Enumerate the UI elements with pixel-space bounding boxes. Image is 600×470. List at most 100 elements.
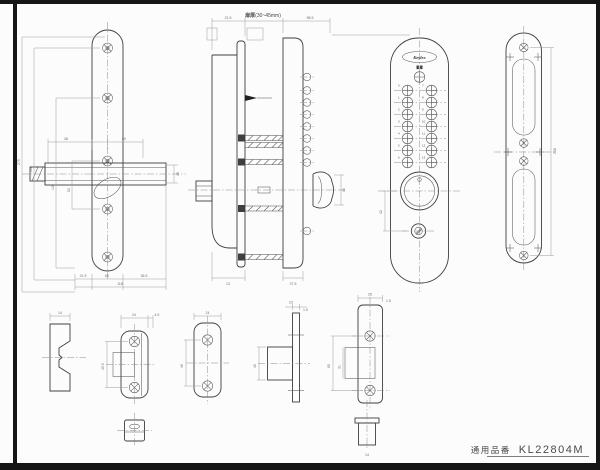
dim-label: 140 bbox=[51, 184, 55, 190]
part-large-strike-front: 26 1.5 65 31 bbox=[327, 293, 391, 410]
dim-label: 14 bbox=[365, 453, 369, 457]
dim-label: 31 bbox=[338, 365, 342, 369]
key-label: 3 bbox=[398, 120, 400, 124]
spindle-section bbox=[257, 186, 271, 194]
knob-section bbox=[312, 171, 334, 209]
dimensions-part-b: 24 4.5 45.5 bbox=[101, 313, 159, 388]
dim-label: 52 bbox=[67, 188, 71, 192]
key-label: 0 bbox=[398, 84, 400, 88]
dimensions-top: 38 60 bbox=[47, 137, 144, 163]
dim-label: 40 bbox=[253, 364, 257, 368]
key-label: 2 bbox=[398, 108, 400, 112]
dim-label: 46 bbox=[180, 364, 184, 368]
keypad-button bbox=[401, 156, 414, 169]
dim-label: 1.5 bbox=[303, 308, 308, 312]
dim-label: 13 bbox=[226, 282, 230, 286]
dim-label: 228 bbox=[29, 166, 33, 172]
reference-tick bbox=[535, 147, 545, 157]
logo-badge bbox=[402, 51, 437, 63]
dim-label: 36.5 bbox=[141, 274, 148, 278]
keypad-button bbox=[425, 108, 438, 121]
dim-label: 21.5 bbox=[80, 274, 87, 278]
part-dust-box-top bbox=[117, 413, 152, 447]
box-cutout-outline bbox=[344, 347, 376, 379]
dimension-right: 45 bbox=[166, 164, 180, 184]
dim-label: 21.5 bbox=[225, 16, 232, 20]
keypad-button bbox=[401, 108, 414, 121]
part-shim-plate: 24 46 bbox=[180, 311, 229, 404]
dimension-left-front: 42 bbox=[379, 190, 407, 232]
keypad-button bbox=[401, 84, 414, 97]
part-strike-profile: 14 bbox=[42, 311, 86, 392]
dimensions-part-c: 24 46 bbox=[180, 311, 222, 387]
dimensions-part-e: 26 1.5 65 31 bbox=[327, 293, 391, 391]
latch-bolt-section bbox=[195, 180, 213, 202]
rear-mounting-bracket bbox=[236, 40, 246, 268]
keypad-button bbox=[401, 120, 414, 133]
keypad-button bbox=[425, 132, 438, 145]
keypad-button bbox=[425, 120, 438, 133]
key-label: 7 bbox=[422, 84, 424, 88]
reference-tick bbox=[533, 52, 543, 62]
view-cross-section: 40 21.5 98.5 扉厚(30~45mm) 13 27.5 bbox=[188, 12, 346, 286]
view-keypad-front: Keylex 0 1 2 3 4 bbox=[332, 28, 461, 292]
dim-label: 60 bbox=[122, 137, 126, 141]
dim-label: 60 bbox=[105, 274, 109, 278]
dim-label: 26 bbox=[368, 293, 372, 297]
keypad-button bbox=[425, 96, 438, 109]
dim-label: 65 bbox=[327, 364, 331, 368]
dimensions-part-d: 23 1.5 40 bbox=[253, 301, 308, 381]
dim-label: 98.5 bbox=[307, 16, 314, 20]
keypad-button bbox=[425, 156, 438, 169]
keyhole-front bbox=[402, 223, 436, 239]
key-label: 9 bbox=[422, 108, 424, 112]
dim-label: 38 bbox=[64, 137, 68, 141]
front-housing bbox=[282, 37, 304, 269]
part-strike-plate: 24 4.5 45.5 bbox=[101, 313, 159, 447]
keypad-button bbox=[401, 144, 414, 157]
key-label: 8 bbox=[422, 96, 424, 100]
dim-label: 45 bbox=[176, 172, 180, 176]
dim-label: 40 bbox=[342, 188, 346, 192]
pointer-arrow bbox=[245, 95, 272, 101]
knob-dimension: 40 bbox=[334, 174, 346, 206]
dim-label: 27.5 bbox=[290, 282, 297, 286]
keypad-button bbox=[425, 144, 438, 157]
dim-label: 4.5 bbox=[155, 313, 160, 317]
keypad-buttons: 0 1 2 3 4 5 6 7 8 9 10 11 12 13 bbox=[394, 84, 446, 169]
key-label: 1 bbox=[398, 96, 400, 100]
top-indicator-icon bbox=[416, 65, 423, 70]
part-strike-box-side: 23 1.5 40 bbox=[253, 301, 310, 403]
dimensions-top-section: 21.5 98.5 扉厚(30~45mm) bbox=[206, 12, 331, 50]
latch-case bbox=[22, 162, 186, 186]
obround-cutout bbox=[512, 58, 536, 136]
reference-tick bbox=[505, 52, 515, 62]
dim-label: 24 bbox=[206, 311, 210, 315]
reference-tick bbox=[503, 147, 513, 157]
keypad-button bbox=[425, 84, 438, 97]
dim-label: 1.5 bbox=[386, 299, 391, 303]
key-label: 6 bbox=[398, 156, 400, 160]
dimensions-left: 275 228 140 52 bbox=[17, 36, 105, 293]
key-label: 4 bbox=[398, 132, 400, 136]
spindle-oval-cutout bbox=[93, 176, 122, 200]
brand-logo-text: Keylex bbox=[412, 55, 426, 60]
key-label: 5 bbox=[398, 144, 400, 148]
through-bolts bbox=[238, 134, 284, 261]
dimensions-bottom-section: 13 27.5 bbox=[211, 252, 304, 286]
keypad-button bbox=[401, 96, 414, 109]
dim-label: 118 bbox=[117, 282, 123, 286]
key-label: 11 bbox=[422, 132, 425, 136]
key-label: 13 bbox=[422, 156, 426, 160]
dim-label: 42 bbox=[379, 210, 383, 214]
key-label: 12 bbox=[422, 144, 426, 148]
dim-label: 23 bbox=[289, 301, 293, 305]
dimension-right-plate: 208 bbox=[530, 47, 557, 256]
dim-label: 14 bbox=[58, 311, 62, 315]
view-side-elevation: 275 228 140 52 38 60 21.5 60 36.5 118 bbox=[17, 22, 186, 293]
